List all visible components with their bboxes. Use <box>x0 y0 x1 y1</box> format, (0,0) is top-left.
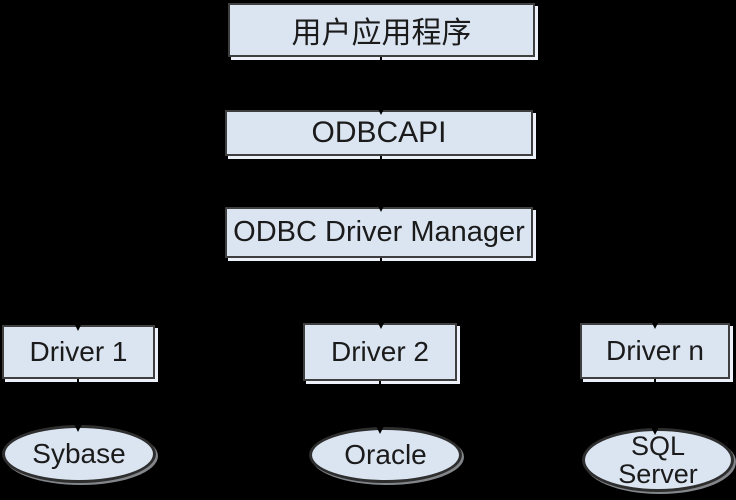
node-odbc-api-label: ODBCAPI <box>311 116 447 149</box>
node-driver-1-label: Driver 1 <box>29 336 128 367</box>
edge-manager-to-drivern <box>380 258 661 329</box>
node-sybase-db-label: Sybase <box>32 438 126 469</box>
node-odbc-api: ODBCAPI <box>225 110 533 156</box>
edge-manager-to-driver1 <box>72 258 382 331</box>
node-oracle-db: Oracle <box>309 427 462 483</box>
node-driver-2-label: Driver 2 <box>330 336 429 367</box>
node-user-application-label: 用户应用程序 <box>291 17 472 50</box>
node-odbc-driver-manager: ODBC Driver Manager <box>225 207 533 258</box>
node-driver-n-label: Driver n <box>605 335 704 366</box>
node-sybase-db: Sybase <box>2 425 156 483</box>
node-user-application: 用户应用程序 <box>228 3 535 57</box>
node-sql-server-db: SQL Server <box>582 428 734 492</box>
node-driver-2: Driver 2 <box>303 323 457 381</box>
node-sql-server-db-label: SQL Server <box>618 430 698 489</box>
node-driver-1: Driver 1 <box>2 325 155 379</box>
node-odbc-driver-manager-label: ODBC Driver Manager <box>233 216 525 248</box>
node-driver-n: Driver n <box>580 323 730 379</box>
node-oracle-db-label: Oracle <box>344 439 427 470</box>
